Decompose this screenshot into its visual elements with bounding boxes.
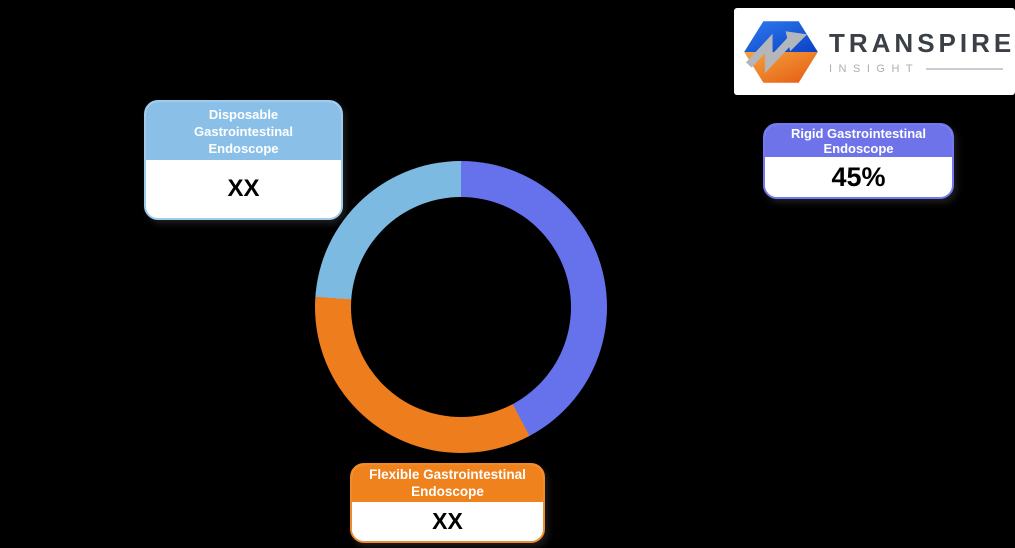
callout-value: XX (146, 160, 341, 218)
callout-flexible-gastrointestinal-endoscope: Flexible Gastrointestinal Endoscope XX (350, 463, 545, 543)
donut-hole (351, 197, 571, 417)
callout-title-line: Disposable (208, 106, 279, 122)
brand-subtitle: INSIGHT (829, 63, 920, 75)
brand-name: TRANSPIRE (829, 28, 1015, 58)
callout-title: Rigid Gastrointestinal Endoscope (765, 125, 952, 157)
callout-rigid-gastrointestinal-endoscope: Rigid Gastrointestinal Endoscope 45% (763, 123, 954, 199)
callout-title-line: Gastrointestinal (194, 123, 293, 139)
logo-text: TRANSPIRE INSIGHT (829, 28, 1015, 75)
callout-title-line: Endoscope (411, 483, 484, 499)
callout-title: Disposable Gastrointestinal Endoscope (146, 102, 341, 160)
transpire-hexagon-arrow-icon (744, 20, 818, 83)
callout-value: 45% (765, 157, 952, 197)
callout-title-line: Flexible Gastrointestinal (369, 467, 526, 482)
callout-title-line: Endoscope (823, 141, 894, 156)
callout-value: XX (352, 502, 543, 541)
callout-title-line: Endoscope (208, 140, 279, 156)
callout-title-line: Rigid Gastrointestinal (790, 126, 927, 141)
logo: TRANSPIRE INSIGHT (734, 8, 1015, 95)
callout-title: Flexible Gastrointestinal Endoscope (352, 465, 543, 502)
logo-divider-line (926, 68, 1003, 70)
donut-chart (315, 161, 607, 453)
callout-disposable-gastrointestinal-endoscope: Disposable Gastrointestinal Endoscope XX (144, 100, 343, 220)
